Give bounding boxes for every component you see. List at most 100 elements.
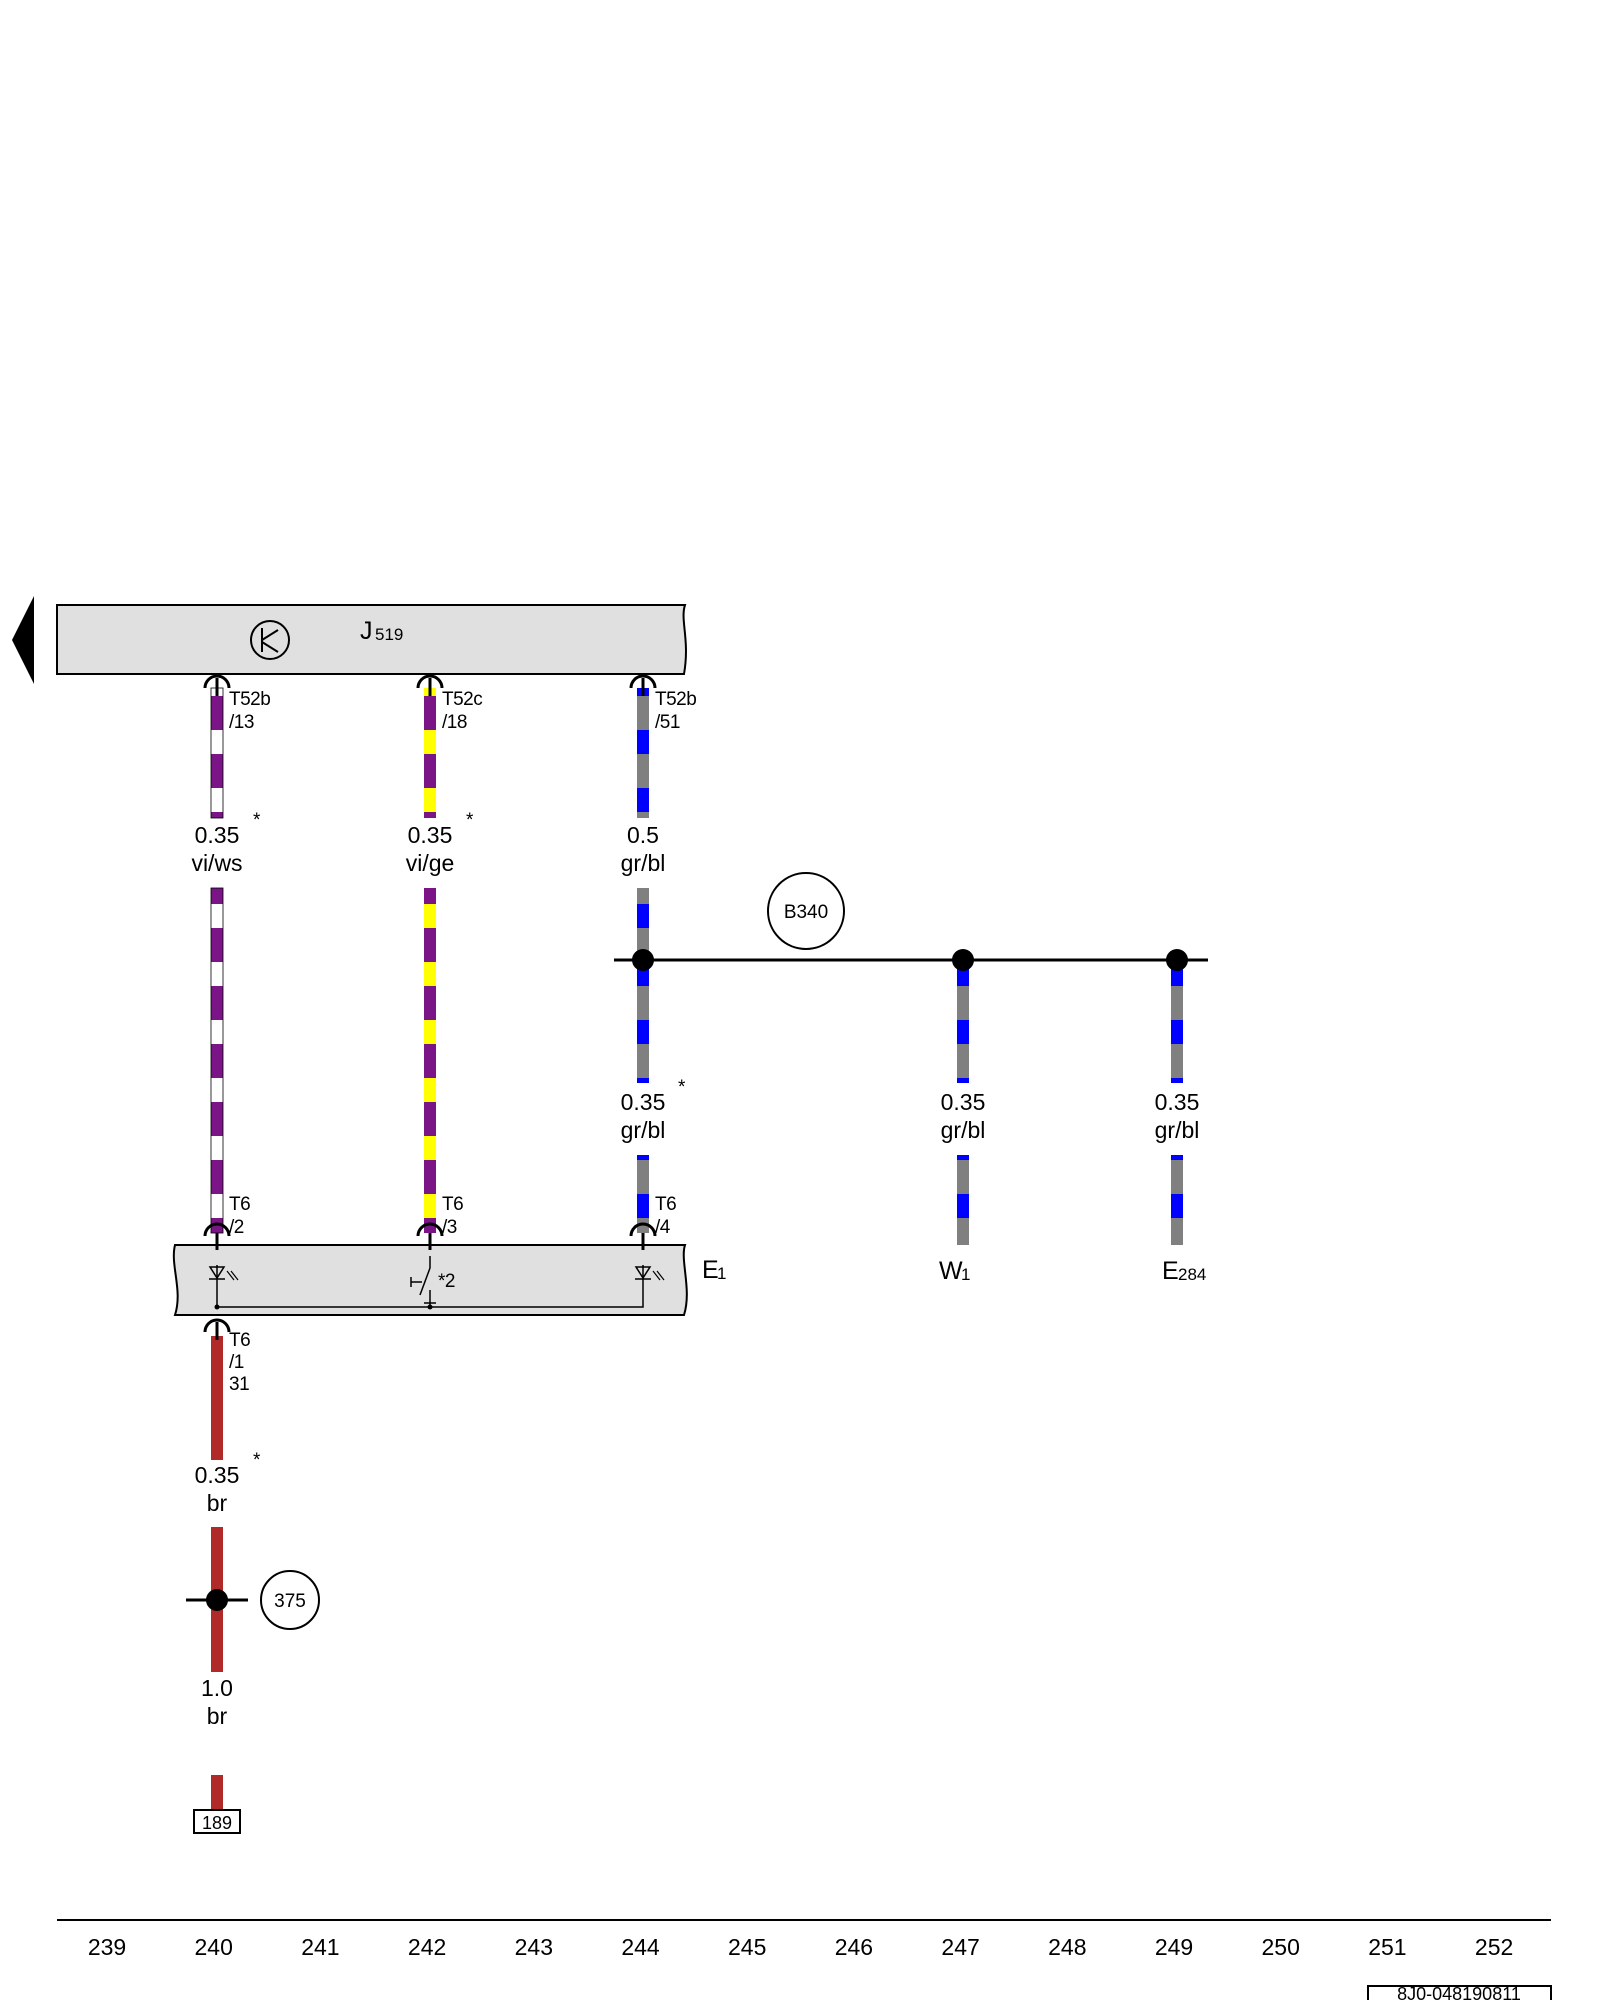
switch-note: *2	[438, 1271, 455, 1292]
wire-e284-branch	[1171, 960, 1183, 1245]
junction-375-label: 375	[274, 1591, 306, 1612]
svg-text:*: *	[253, 810, 261, 831]
svg-text:/1: /1	[229, 1352, 244, 1373]
svg-text:T52b: T52b	[655, 689, 696, 710]
svg-text:gr/bl: gr/bl	[1155, 1117, 1200, 1143]
e1-sub: 1	[717, 1264, 726, 1283]
svg-text:8J0-048190811: 8J0-048190811	[1397, 1984, 1521, 2000]
switch-icon: *2	[410, 1256, 455, 1296]
junction-point	[1166, 949, 1188, 971]
ruler-tick-label: 244	[621, 1934, 660, 1960]
wire-w1-branch	[957, 960, 969, 1245]
connector-t52b-13: T52b /13	[229, 689, 271, 733]
ruler-tick-label: 252	[1475, 1934, 1513, 1960]
ruler-tick-label: 251	[1368, 1934, 1406, 1960]
wire-vi-ge	[424, 688, 436, 1233]
svg-text:*: *	[678, 1077, 686, 1098]
connector-t52c-18: T52c /18	[442, 689, 483, 733]
svg-text:0.35: 0.35	[941, 1089, 986, 1115]
ruler-tick-label: 249	[1155, 1934, 1193, 1960]
ruler-tick-label: 250	[1262, 1934, 1300, 1960]
svg-text:vi/ge: vi/ge	[406, 850, 455, 876]
ruler-tick-label: 239	[88, 1934, 126, 1960]
led-icon	[634, 1266, 665, 1281]
junction-point	[632, 949, 654, 971]
connector-t6-2: T6 /2	[229, 1194, 251, 1238]
svg-text:br: br	[207, 1703, 228, 1729]
wire-label-w7: 0.35 * br	[195, 1450, 262, 1516]
svg-text:E: E	[1162, 1257, 1178, 1285]
j519-name: J	[360, 617, 372, 645]
component-e284: E 284	[1162, 1257, 1206, 1285]
control-unit-j519: J 519	[56, 604, 687, 675]
ruler-tick-label: 247	[941, 1934, 979, 1960]
svg-text:31: 31	[229, 1374, 249, 1395]
svg-text:*: *	[253, 1450, 261, 1471]
wire-label-w5: 0.35 gr/bl	[941, 1089, 986, 1143]
connector-t6-3: T6 /3	[442, 1194, 464, 1238]
svg-text:T6: T6	[229, 1330, 250, 1351]
svg-text:0.35: 0.35	[195, 822, 240, 848]
svg-text:gr/bl: gr/bl	[941, 1117, 986, 1143]
svg-text:1.0: 1.0	[201, 1675, 233, 1701]
ruler-tick-label: 243	[515, 1934, 553, 1960]
svg-text:T52b: T52b	[229, 689, 270, 710]
svg-text:T6: T6	[442, 1194, 463, 1215]
svg-text:189: 189	[202, 1813, 232, 1833]
connector-t6-1: T6 /1 31	[229, 1330, 251, 1395]
svg-text:/13: /13	[229, 712, 254, 733]
svg-text:284: 284	[1178, 1265, 1206, 1284]
svg-text:0.35: 0.35	[1155, 1089, 1200, 1115]
connector-symbol	[203, 674, 657, 1340]
ruler-tick-label: 248	[1048, 1934, 1086, 1960]
wire-label-w6: 0.35 gr/bl	[1155, 1089, 1200, 1143]
svg-text:0.35: 0.35	[621, 1089, 666, 1115]
wire-br	[211, 1336, 223, 1811]
svg-text:T6: T6	[655, 1194, 676, 1215]
ruler-tick-label: 246	[835, 1934, 873, 1960]
wire-label-w8: 1.0 br	[201, 1675, 233, 1729]
transistor-icon	[250, 620, 290, 660]
connector-t6-4: T6 /4	[655, 1194, 677, 1238]
svg-text:0.35: 0.35	[195, 1462, 240, 1488]
wire-label-w4: 0.35 * gr/bl	[621, 1077, 687, 1143]
svg-text:/51: /51	[655, 712, 680, 733]
diagram-id-box: 8J0-048190811	[1367, 1984, 1552, 2000]
wire-label-w2: 0.35 * vi/ge	[406, 810, 475, 876]
wire-label-w1: 0.35 * vi/ws	[191, 810, 261, 876]
svg-text:T52c: T52c	[442, 689, 482, 710]
connector-t52b-51: T52b /51	[655, 689, 697, 733]
junction-375-marker	[260, 1570, 320, 1630]
wire-label-w3: 0.5 gr/bl	[621, 822, 666, 876]
switch-module-e1: E 1 *2	[172, 1244, 726, 1316]
svg-text:/18: /18	[442, 712, 467, 733]
svg-text:/3: /3	[442, 1217, 457, 1238]
svg-text:0.5: 0.5	[627, 822, 659, 848]
junction-point	[206, 1589, 228, 1611]
junction-point	[952, 949, 974, 971]
svg-text:1: 1	[961, 1265, 970, 1284]
wire-gr-bl	[637, 688, 649, 1233]
svg-text:T6: T6	[229, 1194, 250, 1215]
led-icon	[208, 1266, 239, 1281]
ground-reference-189: 189	[193, 1809, 241, 1834]
svg-text:W: W	[939, 1257, 963, 1285]
svg-text:*: *	[466, 810, 474, 831]
ruler-tick-label: 241	[301, 1934, 339, 1960]
svg-text:br: br	[207, 1490, 228, 1516]
junction-b340-label: B340	[784, 902, 828, 923]
svg-text:/4: /4	[655, 1217, 671, 1238]
svg-text:0.35: 0.35	[408, 822, 453, 848]
svg-text:/2: /2	[229, 1217, 244, 1238]
svg-text:gr/bl: gr/bl	[621, 1117, 666, 1143]
e1-name: E	[702, 1256, 718, 1284]
svg-text:vi/ws: vi/ws	[191, 850, 242, 876]
wire-vi-ws	[210, 687, 224, 1234]
ruler-tick-label: 240	[195, 1934, 233, 1960]
ruler-tick-label: 242	[408, 1934, 446, 1960]
j519-sub: 519	[375, 625, 403, 644]
component-w1: W 1	[939, 1257, 970, 1285]
page-continuation-arrow	[12, 596, 34, 684]
